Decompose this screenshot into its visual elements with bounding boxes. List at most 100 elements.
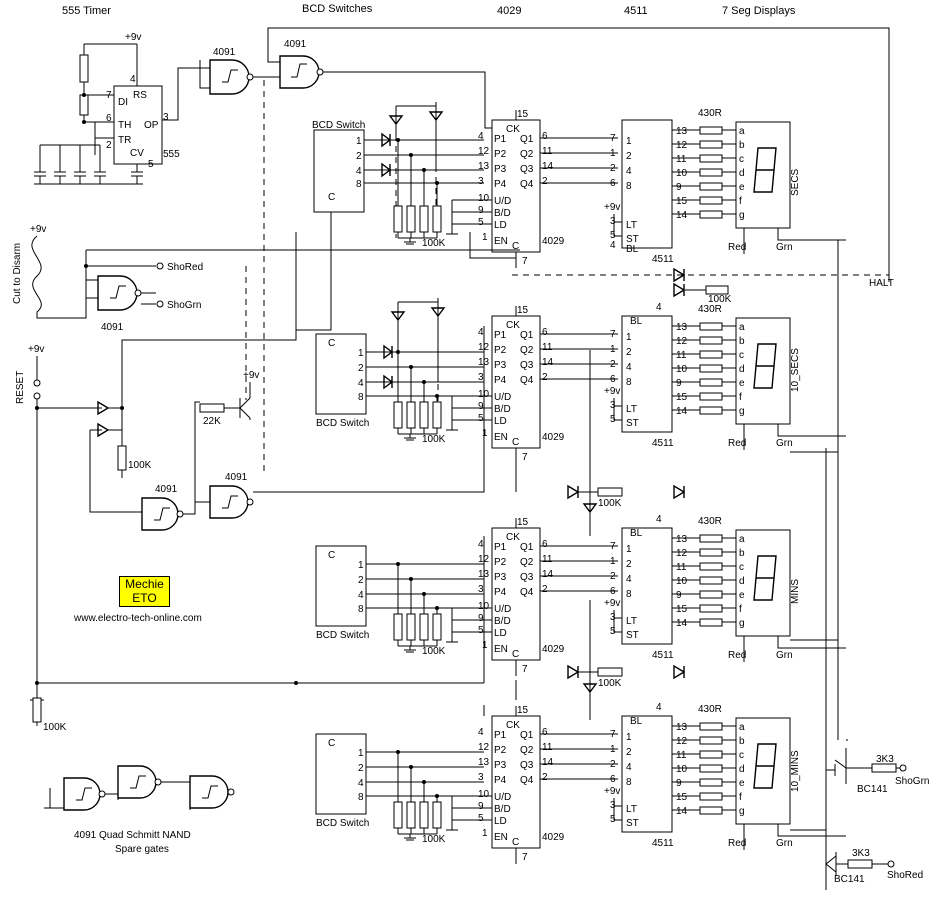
decoder-4511-body	[621, 715, 673, 833]
ck-label: CK	[506, 532, 520, 543]
pulldown-resistor	[406, 401, 416, 429]
en-pin: 1	[482, 428, 488, 439]
counter-output-pin: 6	[542, 131, 548, 142]
segment-pin: 9	[676, 778, 682, 789]
segment-pin: 15	[676, 392, 688, 403]
counter-output-pin: 11	[542, 342, 553, 353]
timer-555: RS DI TH TR CV OP 555 4 7 6 2 5 3 +9v	[34, 32, 210, 185]
segment-pin: 13	[676, 126, 688, 137]
svg-text:4091: 4091	[155, 484, 178, 495]
svg-text:555: 555	[163, 149, 180, 160]
counter-control-pin: 9	[478, 401, 484, 412]
bcd-switch-common: C	[328, 738, 335, 749]
decoder-input-pin: 6	[610, 374, 616, 385]
segment-letter: f	[739, 604, 742, 615]
ck-pin: 15	[517, 305, 529, 316]
segment-resistor	[699, 750, 723, 759]
ck-pin: 15	[517, 109, 529, 120]
junction-dot	[435, 606, 439, 610]
segment-resistor	[699, 534, 723, 543]
counter-output-pin: 2	[542, 372, 548, 383]
lt-label: LT	[626, 220, 637, 231]
decoder-input-pin: 6	[610, 774, 616, 785]
seven-seg-display	[735, 717, 791, 825]
seven-seg-digit	[753, 147, 777, 193]
counter-output-pin: 2	[542, 772, 548, 783]
carry-resistor-label: 100K	[598, 678, 622, 689]
diode	[381, 162, 392, 178]
en-label: EN	[494, 832, 508, 843]
bl-pin: 4	[656, 702, 662, 713]
segment-resistor	[699, 562, 723, 571]
bcd-switch-weight: 2	[358, 763, 364, 774]
junction-dot	[435, 181, 439, 185]
svg-text:ShoRed: ShoRed	[887, 870, 923, 881]
pulldown-resistor	[393, 613, 403, 641]
segment-resistor	[699, 168, 723, 177]
segment-pin: 10	[676, 168, 688, 179]
counter-input-pin: 4	[478, 131, 484, 142]
header-4511: 4511	[624, 5, 648, 17]
supply-label: +9v	[604, 786, 620, 797]
segment-pin: 9	[676, 182, 682, 193]
segment-pin: 11	[676, 562, 687, 573]
segment-letter: c	[739, 350, 744, 361]
svg-text:6: 6	[106, 113, 112, 124]
carry-resistor-label: 100K	[598, 498, 622, 509]
spare-gates	[44, 765, 235, 811]
website-link[interactable]: www.electro-tech-online.com	[74, 613, 202, 624]
counter-input-label: P3	[494, 760, 507, 771]
segment-letter: g	[739, 210, 745, 221]
interstage-link-3	[673, 484, 686, 500]
header-4029: 4029	[497, 5, 521, 17]
counter-output-label: Q1	[520, 330, 534, 341]
segment-letter: a	[739, 534, 745, 545]
decoder-input-pin: 7	[610, 541, 616, 552]
halt-label: HALT	[869, 278, 894, 289]
pulldown-resistor	[406, 205, 416, 233]
decoder-input-pin: 1	[610, 556, 616, 567]
counter-control-label: U/D	[494, 604, 511, 615]
segment-pin: 13	[676, 722, 688, 733]
counter-output-pin: 14	[542, 569, 554, 580]
decoder-input-pin: 2	[610, 759, 616, 770]
en-pin: 1	[482, 232, 488, 243]
segment-pin: 14	[676, 618, 688, 629]
counter-output-pin: 6	[542, 727, 548, 738]
wire	[398, 237, 437, 245]
segment-pin: 9	[676, 378, 682, 389]
bcd-switch-weight: 4	[358, 378, 364, 389]
display-name: 10_MINS	[790, 750, 801, 792]
en-pin: 1	[482, 640, 488, 651]
decoder-input-pin: 1	[610, 148, 616, 159]
segment-letter: g	[739, 806, 745, 817]
counter-output-label: Q3	[520, 572, 534, 583]
segment-pin: 14	[676, 406, 688, 417]
c-label: C	[512, 649, 519, 660]
counter-input-label: P4	[494, 775, 507, 786]
bcd-switch-label: BCD Switch	[316, 418, 369, 429]
counter-name: 4029	[542, 236, 565, 247]
counter-output-pin: 11	[542, 554, 553, 565]
led-green-label: Grn	[776, 438, 793, 449]
header-7seg: 7 Seg Displays	[722, 5, 796, 17]
bcd-switch-weight: 8	[358, 392, 364, 403]
counter-input-label: P1	[494, 730, 507, 741]
counter-4029-body	[491, 715, 541, 849]
st-label: ST	[626, 818, 639, 829]
segment-letter: b	[739, 736, 745, 747]
diode	[381, 132, 392, 148]
counter-name: 4029	[542, 432, 565, 443]
counter-output-pin: 14	[542, 757, 554, 768]
segment-resistor	[699, 140, 723, 149]
junction-dot	[409, 365, 413, 369]
bcd-switch-body	[315, 333, 367, 415]
supply-label: +9v	[604, 386, 620, 397]
segment-pin: 13	[676, 534, 688, 545]
decoder-input-pin: 2	[610, 359, 616, 370]
decoder-input-label: 1	[626, 544, 632, 555]
counter-output-label: Q3	[520, 760, 534, 771]
counter-output-label: Q1	[520, 134, 534, 145]
segment-letter: c	[739, 154, 744, 165]
